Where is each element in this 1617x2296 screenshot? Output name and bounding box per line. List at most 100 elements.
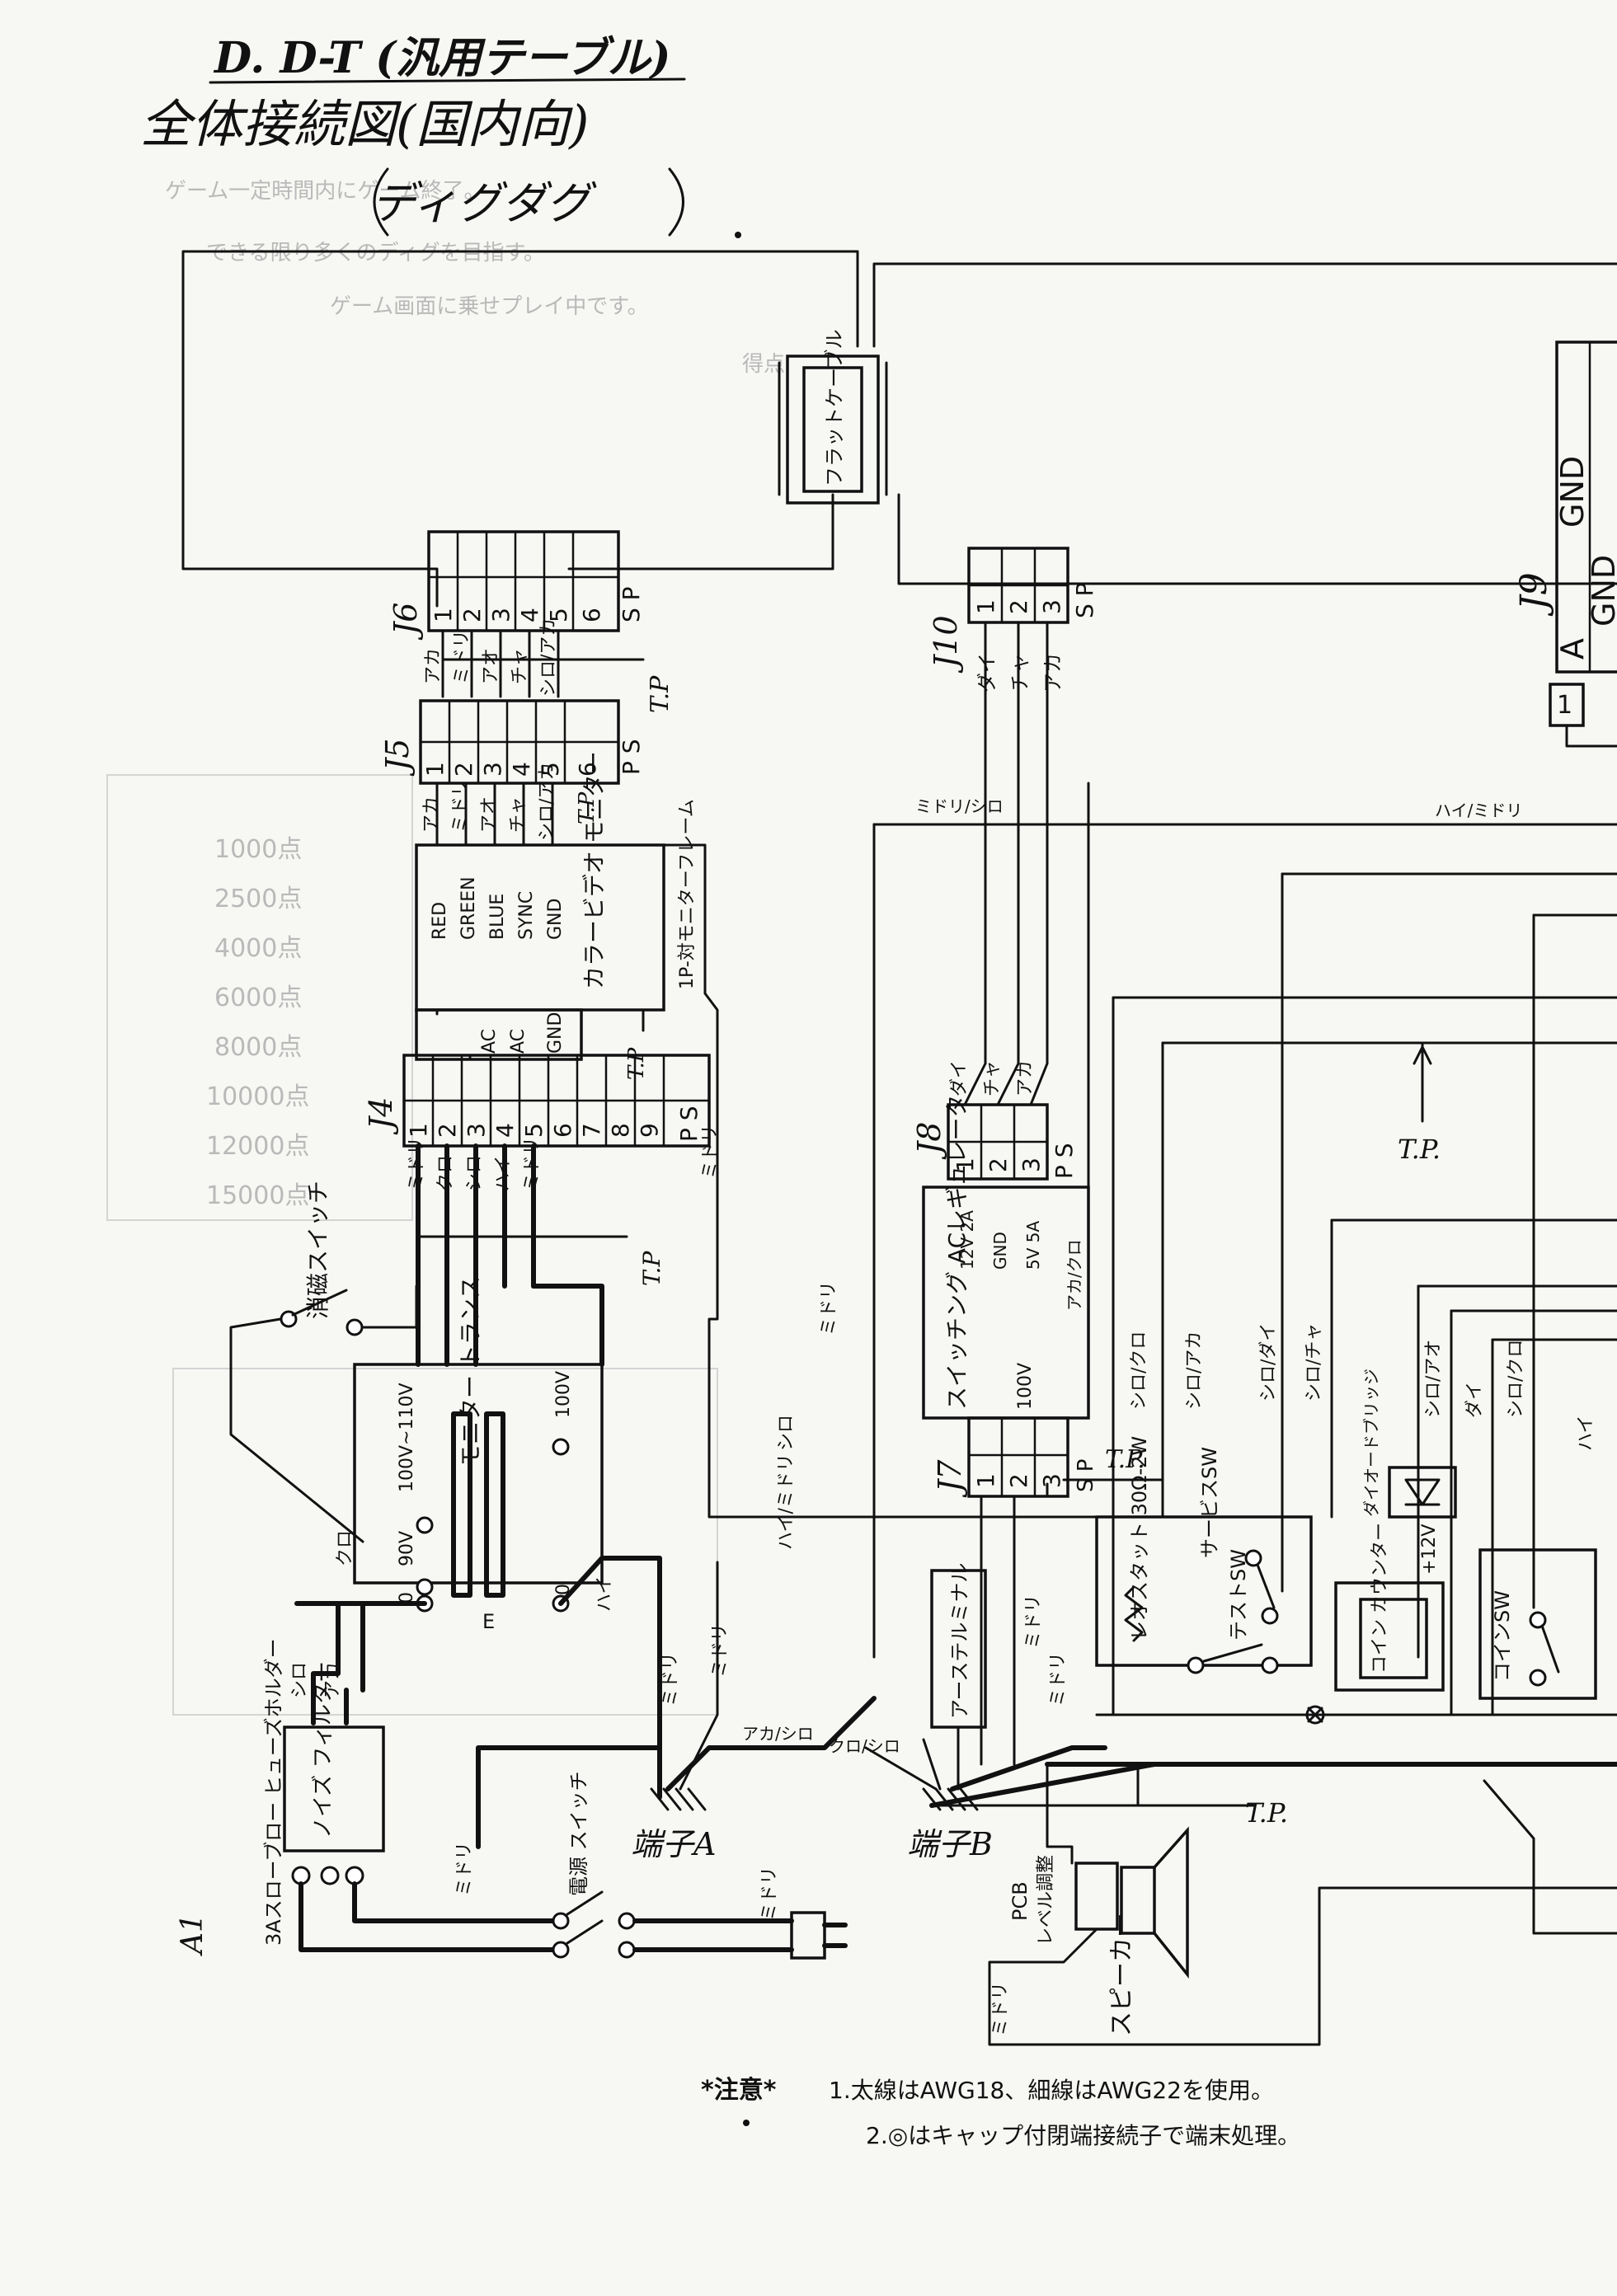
j4-sp: P S: [675, 1106, 703, 1142]
bottom-tp: T.P.: [1245, 1797, 1288, 1829]
right-bus-wires: T.P.: [872, 823, 1617, 1716]
j6-name: J6: [388, 603, 424, 641]
ghost-line-1: ゲーム一定時間内にゲーム終了。: [165, 179, 485, 204]
ground-wire-label: ミドリ: [454, 1842, 475, 1896]
j5-pin-3: 3: [479, 762, 506, 777]
wl-aka-shiro: アカ/シロ: [742, 1724, 814, 1744]
connector-j10: 1 2 3 S P J10 ダイ チャ アカ: [928, 547, 1098, 1065]
terminal-b-label: 端子B: [907, 1826, 993, 1862]
j8-pin-2: 2: [985, 1157, 1012, 1172]
ghost-line-9: 8000点: [214, 1033, 302, 1062]
degauss-label: 消磁スイッチ: [304, 1181, 331, 1319]
service-sw-label: サービスSW: [1198, 1447, 1221, 1558]
monitor-frame-label: 1P-対モニターフレーム: [677, 799, 698, 989]
noise-filter-label: ノイズ フィルター: [311, 1661, 336, 1838]
ghost-line-7: 4000点: [214, 934, 302, 963]
monitor-transformer: 消磁スイッチ モニター トランス 100V~110V 90V 0 100V 0 …: [229, 1181, 662, 1800]
transformer-core-left: [451, 1411, 472, 1598]
ghost-table: [106, 774, 413, 1221]
j5-pin-1: 1: [421, 762, 449, 777]
j7-pin-1: 1: [972, 1473, 999, 1488]
power-sw-1: [552, 1912, 570, 1930]
j4-pin-1: 1: [405, 1123, 432, 1138]
ghost-line-3: ゲーム画面に乗せプレイ中です。: [330, 294, 649, 319]
wl-midori-6: ミドリ: [759, 1866, 780, 1921]
terminals: 端子A 端子B: [631, 1561, 1107, 1862]
flat-cable-box: [786, 354, 880, 505]
wire-label-shiro-ao: シロ/アオ: [1423, 1340, 1444, 1418]
connector-j6: 1 2 3 4 5 6 S P J6 アカ ミドリ アオ チャ シロ/アカ T.…: [388, 530, 675, 713]
pcb-label: PCB: [1008, 1881, 1032, 1921]
j5-sp: P S: [618, 739, 645, 775]
level-vol-label: レベル調整: [1036, 1855, 1056, 1946]
color-monitor: RED GREEN BLUE SYNC GND カラービデオ モニター AC A…: [415, 751, 1247, 1519]
xfmr-0-to-term: [558, 1556, 662, 1800]
power-switch-label: 電源 スイッチ: [567, 1771, 590, 1896]
j10-name: J10: [928, 615, 964, 674]
filter-line-2: [352, 1881, 563, 1923]
j6-wire-1: アカ: [423, 648, 444, 684]
j5-pin-5: 5: [537, 762, 564, 777]
filter-out-2: [320, 1866, 340, 1885]
degauss-right-wire: [361, 1284, 418, 1329]
wl-midori-3: ミドリ: [660, 1652, 681, 1707]
j5-tp: T.P: [575, 791, 599, 824]
diode-label: ダイオードブリッジ: [1361, 1369, 1381, 1517]
j4-pin-3: 3: [463, 1123, 490, 1138]
reg-spec-5v: 5V 5A: [1023, 1221, 1043, 1270]
speaker-wire-label: ミドリ: [990, 1982, 1011, 2036]
notes-heading: *注意*: [701, 2076, 777, 2105]
transformer-core-right: [484, 1411, 505, 1598]
monitor-ac-gnd: GND: [545, 1012, 566, 1054]
fuse-line: [298, 1881, 563, 1952]
monitor-sync: SYNC: [516, 891, 537, 940]
wl-shiro: シロ: [776, 1415, 797, 1451]
monitor-tp: T.P: [624, 1047, 649, 1080]
j5-wire-1: アカ: [421, 796, 442, 833]
tap-0-left: 0: [397, 1592, 417, 1603]
pcb-feed: [1046, 1763, 1074, 1865]
j8-name: J8: [911, 1122, 947, 1160]
monitor-ac-box: [415, 1008, 583, 1061]
connector-j9: GND GND A J9 1: [1513, 340, 1617, 748]
ghost-table-2: [172, 1368, 718, 1716]
terminal-b-symbol: [922, 1787, 979, 1811]
j5-wire-3: アオ: [479, 796, 500, 833]
game-name: ディグダグ: [371, 177, 597, 229]
monitor-ac-1: AC: [479, 1029, 500, 1054]
right-tp: T.P.: [1398, 1134, 1441, 1165]
ghost-line-12: 15000点: [206, 1181, 309, 1210]
ground-to-term-a: [476, 1745, 662, 1849]
j5-wire-2: ミドリ: [450, 778, 471, 833]
coin-sw-lever: [1540, 1624, 1560, 1674]
wire-label-shiro-kuro: シロ/クロ: [1129, 1331, 1149, 1410]
diode-symbol: [1404, 1478, 1441, 1506]
tap-100-right: 100V: [553, 1371, 574, 1418]
j6-wire-2: ミドリ: [452, 630, 472, 684]
connector-j7: 1 2 3 S P J7 T.P.: [932, 1416, 1164, 1766]
wl-midori-1: ミドリ: [819, 1281, 839, 1336]
j10-pin-3: 3: [1038, 599, 1065, 614]
j8-sp: P S: [1051, 1143, 1078, 1179]
test-sw-contact-1: [1187, 1656, 1205, 1674]
bottom-right-return: [1483, 1779, 1617, 1935]
connector-j4: 1 2 3 4 5 6 7 8 9 P S J4 ミドリ クロ シロ ハイ ミド…: [363, 1054, 721, 1289]
dot-1: [735, 232, 741, 238]
j6-pin-5: 5: [545, 608, 572, 622]
wl-midori-2: ミドリ: [710, 1623, 731, 1678]
j7-sp: S P: [1074, 1459, 1098, 1492]
coin-sw-contact-2: [1529, 1669, 1547, 1687]
ghost-line-8: 6000点: [214, 984, 302, 1012]
wire-label-dai: ダイ: [1464, 1382, 1485, 1418]
xfmr-hai-label: ハイ: [595, 1575, 615, 1612]
j5-wire-4: チャ: [508, 796, 529, 833]
wl-hai-midori: ハイ/ミドリ: [776, 1453, 797, 1550]
j8-feed-3: [1029, 1062, 1049, 1106]
tap-100-110: 100V~110V: [397, 1383, 417, 1492]
terminal-a-label: 端子A: [631, 1826, 716, 1862]
notes-line-2: 2.◎はキャップ付閉端接続子で端末処理。: [866, 2122, 1300, 2149]
monitor-gnd: GND: [545, 899, 566, 940]
j4-tp: T.P: [638, 1251, 665, 1286]
coin-sw-label: コインSW: [1491, 1590, 1514, 1682]
j10-wire-3: アカ: [1041, 653, 1065, 693]
